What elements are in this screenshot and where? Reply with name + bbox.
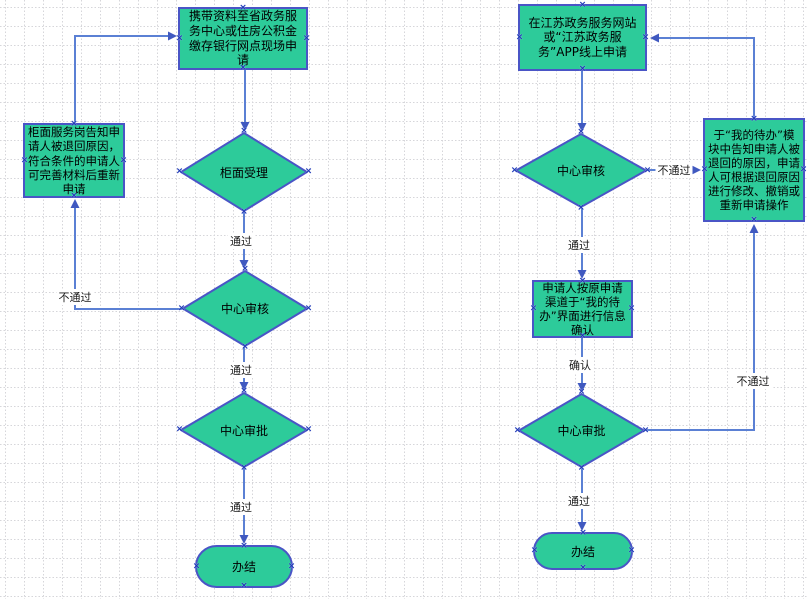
process-box-reject-offline[interactable]: 柜面服务岗告知申请人被退回原因，符合条件的申请人可完善材料后重新申请 — [23, 123, 125, 198]
connector-review-left-fail-to-reject[interactable] — [70, 199, 183, 310]
decision-center-review-left[interactable]: 中心审核 — [182, 270, 308, 347]
selection-handle[interactable] — [304, 304, 313, 313]
connector-reject-to-apply-online[interactable] — [650, 33, 755, 119]
selection-handle[interactable] — [579, 529, 588, 538]
selection-handle[interactable] — [578, 65, 587, 74]
edge-label-confirm[interactable]: 确认 — [567, 357, 593, 373]
selection-handle[interactable] — [304, 168, 313, 177]
selection-handle[interactable] — [240, 582, 249, 591]
decision-counter-accept[interactable]: 柜面受理 — [180, 132, 308, 212]
selection-handle[interactable] — [579, 564, 588, 573]
edge-label-pass[interactable]: 通过 — [566, 237, 592, 253]
connector-reject-to-apply-offline[interactable] — [74, 31, 177, 123]
selection-handle[interactable] — [577, 464, 586, 473]
decision-label: 中心审批 — [219, 423, 268, 438]
edge-label-pass[interactable]: 通过 — [228, 233, 254, 249]
selection-handle[interactable] — [175, 34, 184, 43]
connector-approve-right-fail-to-reject[interactable] — [645, 224, 759, 431]
decision-center-approve-right[interactable]: 中心审批 — [518, 393, 645, 468]
decision-label: 中心审批 — [557, 424, 606, 438]
selection-handle[interactable] — [799, 166, 808, 175]
selection-handle[interactable] — [627, 305, 636, 314]
selection-handle[interactable] — [577, 128, 586, 137]
decision-center-approve-left[interactable]: 中心审批 — [180, 392, 308, 468]
selection-handle[interactable] — [578, 277, 587, 286]
decision-label: 中心审核 — [220, 302, 269, 316]
edge-label-fail[interactable]: 不通过 — [734, 373, 772, 389]
selection-handle[interactable] — [119, 156, 128, 165]
selection-handle[interactable] — [240, 208, 249, 217]
selection-handle[interactable] — [578, 332, 587, 341]
selection-handle[interactable] — [241, 265, 250, 274]
process-box-apply-offline[interactable]: 携带资料至省政务服务中心或住房公积金缴存银行网点现场申请 — [178, 7, 308, 70]
terminator-done-left[interactable]: 办结 — [195, 545, 293, 588]
terminator-done-right[interactable]: 办结 — [533, 532, 633, 570]
selection-handle[interactable] — [530, 547, 539, 556]
selection-handle[interactable] — [240, 387, 249, 396]
selection-handle[interactable] — [240, 464, 249, 473]
selection-handle[interactable] — [239, 4, 248, 13]
edge-label-pass[interactable]: 通过 — [228, 499, 254, 515]
selection-handle[interactable] — [240, 127, 249, 136]
selection-handle[interactable] — [192, 562, 201, 571]
edge-label-fail[interactable]: 不通过 — [56, 289, 94, 305]
process-box-apply-online[interactable]: 在江苏政务服务网站或“江苏政务服务”APP线上申请 — [518, 4, 647, 71]
selection-handle[interactable] — [627, 547, 636, 556]
selection-handle[interactable] — [175, 426, 184, 435]
connector-apply-to-review-right[interactable] — [577, 71, 587, 132]
selection-handle[interactable] — [177, 304, 186, 313]
edge-label-pass[interactable]: 通过 — [228, 362, 254, 378]
process-box-label: 在江苏政务服务网站或“江苏政务服务”APP线上申请 — [528, 15, 637, 59]
selection-handle[interactable] — [578, 1, 587, 10]
selection-handle[interactable] — [641, 426, 650, 435]
selection-handle[interactable] — [304, 426, 313, 435]
selection-handle[interactable] — [70, 120, 79, 129]
selection-handle[interactable] — [577, 388, 586, 397]
selection-handle[interactable] — [20, 156, 29, 165]
selection-handle[interactable] — [750, 115, 759, 124]
selection-handle[interactable] — [241, 343, 250, 352]
selection-handle[interactable] — [700, 166, 709, 175]
selection-handle[interactable] — [510, 166, 519, 175]
selection-handle[interactable] — [70, 192, 79, 201]
selection-handle[interactable] — [175, 168, 184, 177]
process-box-confirm[interactable]: 申请人按原申请渠道于“我的待办”界面进行信息确认 — [532, 280, 633, 338]
selection-handle[interactable] — [302, 34, 311, 43]
selection-handle[interactable] — [515, 33, 524, 42]
selection-handle[interactable] — [577, 204, 586, 213]
edge-label-pass[interactable]: 通过 — [566, 493, 592, 509]
selection-handle[interactable] — [529, 305, 538, 314]
selection-handle[interactable] — [641, 33, 650, 42]
selection-handle[interactable] — [240, 542, 249, 551]
decision-label: 中心审核 — [556, 164, 605, 178]
process-box-label: 于“我的待办”模块中告知申请人被退回的原因，申请人可根据退回原因进行修改、撤销或… — [708, 127, 800, 213]
selection-handle[interactable] — [239, 64, 248, 73]
terminator-label: 办结 — [570, 544, 595, 559]
terminator-label: 办结 — [231, 560, 256, 574]
process-box-label: 申请人按原申请渠道于“我的待办”界面进行信息确认 — [539, 280, 626, 338]
selection-handle[interactable] — [513, 426, 522, 435]
process-box-label: 携带资料至省政务服务中心或住房公积金缴存银行网点现场申请 — [188, 9, 297, 68]
selection-handle[interactable] — [643, 166, 652, 175]
selection-handle[interactable] — [287, 562, 296, 571]
edge-label-fail[interactable]: 不通过 — [655, 162, 693, 178]
decision-label: 柜面受理 — [219, 165, 268, 180]
selection-handle[interactable] — [750, 216, 759, 225]
process-box-reject-online[interactable]: 于“我的待办”模块中告知申请人被退回的原因，申请人可根据退回原因进行修改、撤销或… — [703, 118, 805, 222]
process-box-label: 柜面服务岗告知申请人被退回原因，符合条件的申请人可完善材料后重新申请 — [28, 125, 120, 196]
decision-center-review-right[interactable]: 中心审核 — [515, 133, 647, 208]
